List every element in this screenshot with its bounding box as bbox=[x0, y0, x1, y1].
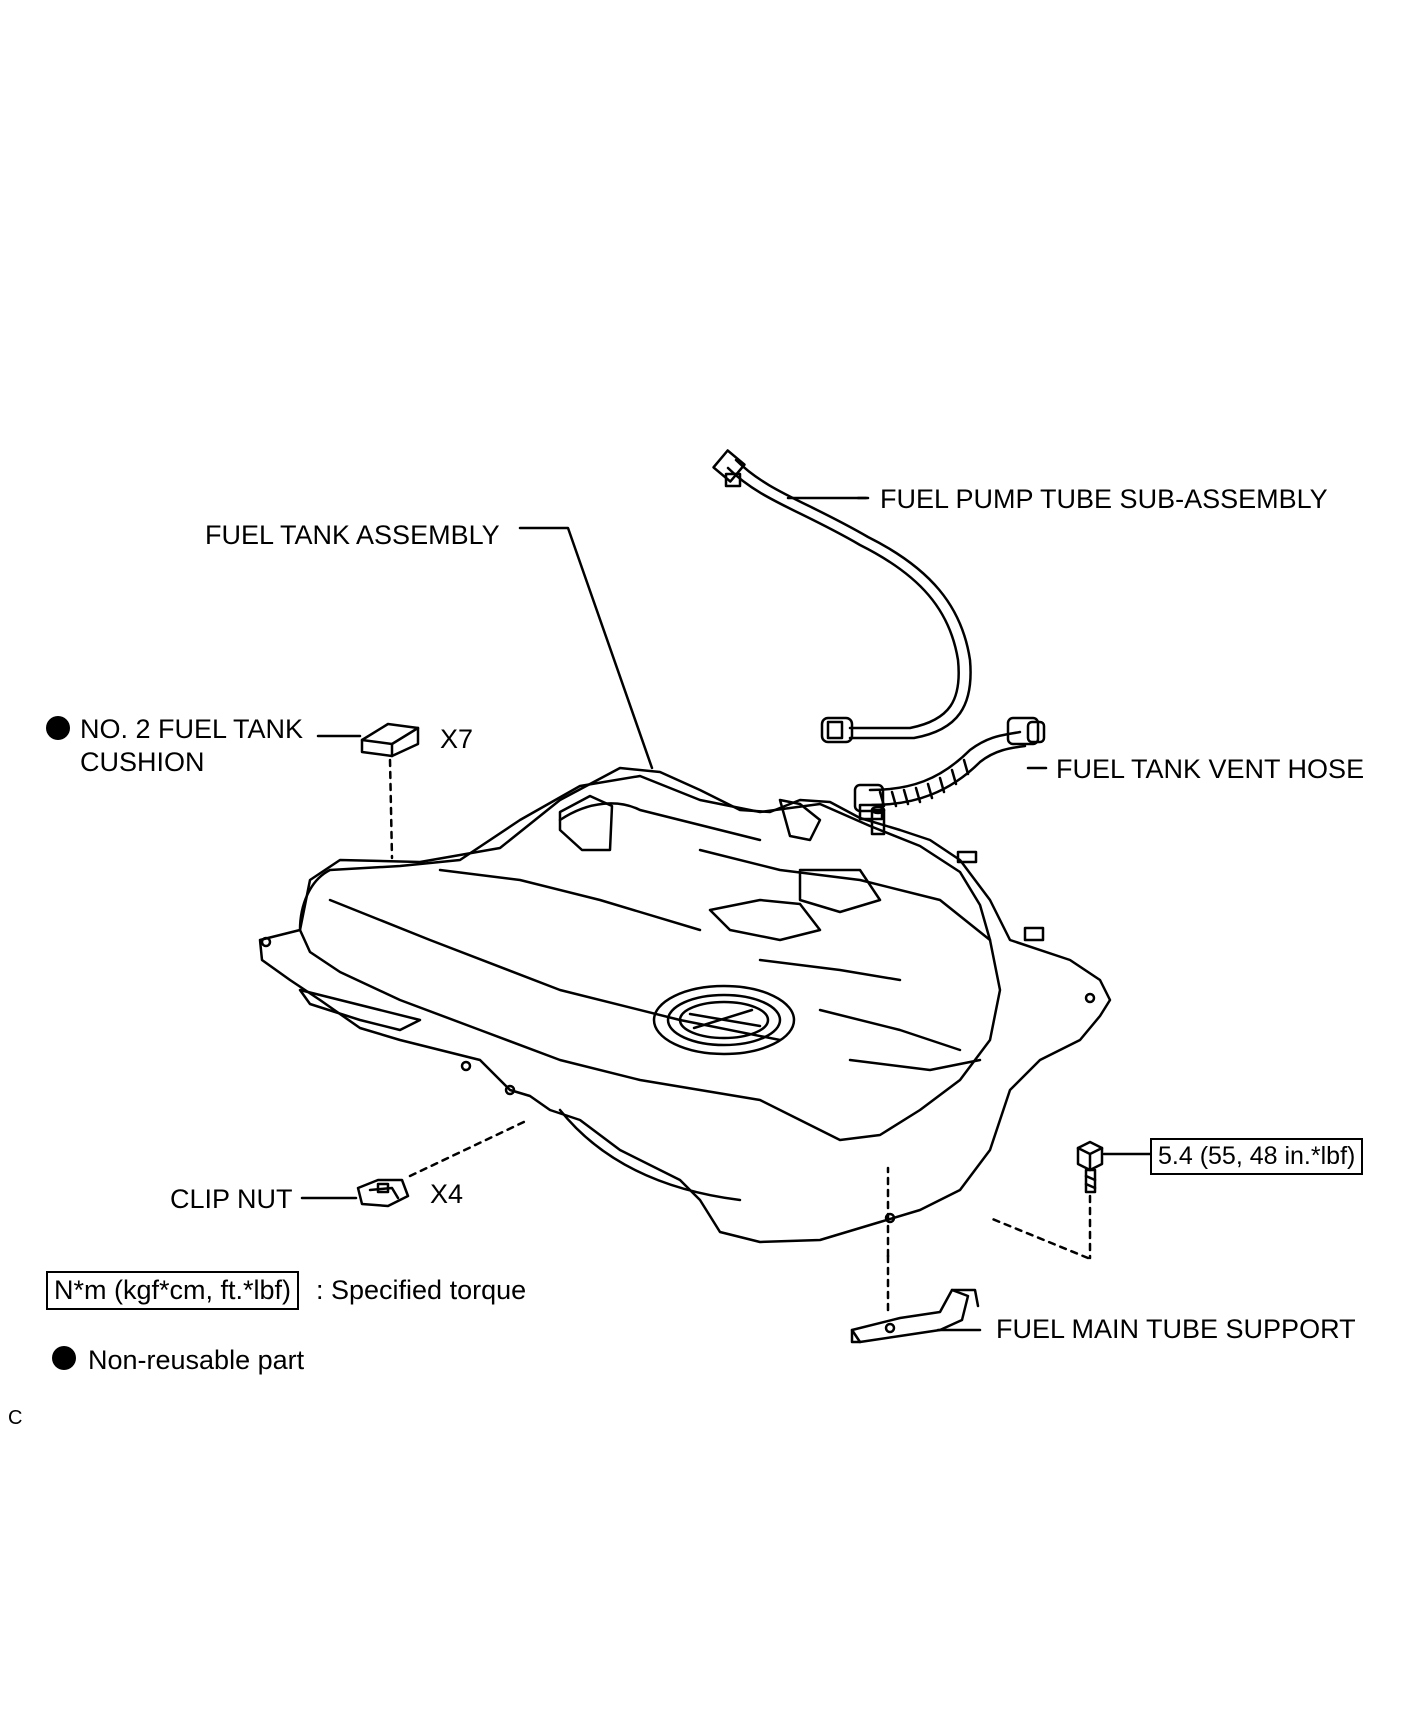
dash-bolt-2 bbox=[988, 1216, 1090, 1260]
bolt-icon bbox=[1076, 1140, 1104, 1194]
legend-torque-box: N*m (kgf*cm, ft.*lbf) bbox=[46, 1271, 300, 1310]
label-clip-nut: CLIP NUT bbox=[170, 1184, 293, 1214]
fuel-tank-cushion-icon bbox=[360, 722, 420, 758]
legend-non-reusable: Non-reusable part bbox=[88, 1345, 305, 1375]
label-cushion-qty: X7 bbox=[440, 724, 474, 754]
clip-nut-icon bbox=[356, 1178, 410, 1208]
dash-cushion bbox=[388, 758, 394, 860]
label-vent-hose: FUEL TANK VENT HOSE bbox=[1056, 754, 1365, 784]
torque-value-box: 5.4 (55, 48 in.*lbf) bbox=[1150, 1138, 1364, 1175]
label-main-tube-support: FUEL MAIN TUBE SUPPORT bbox=[996, 1314, 1356, 1344]
legend-torque-desc: : Specified torque bbox=[316, 1275, 527, 1305]
fuel-tank-vent-hose-icon bbox=[853, 716, 1046, 821]
legend-non-reusable-icon bbox=[52, 1346, 76, 1370]
fuel-main-tube-support-icon bbox=[850, 1288, 980, 1344]
dash-clip-nut bbox=[408, 1118, 530, 1178]
fuel-tank-assembly-icon bbox=[258, 526, 1112, 1244]
corner-mark: C bbox=[8, 1407, 23, 1429]
label-cushion-line2: CUSHION bbox=[80, 747, 205, 777]
label-clip-nut-qty: X4 bbox=[430, 1179, 464, 1209]
label-fuel-tank-assembly: FUEL TANK ASSEMBLY bbox=[205, 520, 500, 550]
non-reusable-icon bbox=[46, 716, 70, 740]
label-cushion-line1: NO. 2 FUEL TANK bbox=[80, 714, 304, 744]
label-fuel-pump-tube: FUEL PUMP TUBE SUB-ASSEMBLY bbox=[880, 484, 1328, 514]
